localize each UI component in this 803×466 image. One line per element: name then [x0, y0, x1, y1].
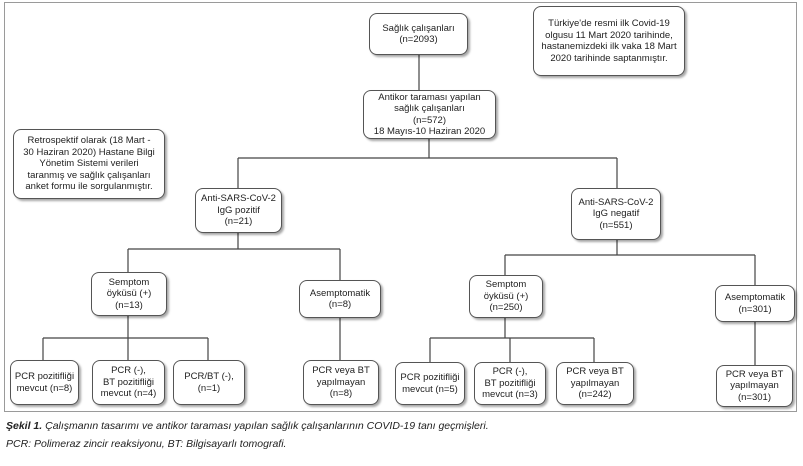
node-leaf-not-tested: PCR veya BT yapılmayan (n=8) — [303, 360, 379, 405]
node-neg-symptomatic: Semptom öyküsü (+) (n=250) — [469, 275, 543, 318]
note-first-case: Türkiye'de resmi ilk Covid-19 olgusu 11 … — [533, 6, 685, 76]
node-antibody-screened: Antikor taraması yapılan sağlık çalışanl… — [363, 90, 496, 139]
node-igg-negative: Anti-SARS-CoV-2 IgG negatif (n=551) — [571, 188, 661, 240]
figure-caption: Şekil 1. Çalışmanın tasarımı ve antikor … — [6, 420, 489, 432]
figure-frame — [4, 2, 797, 412]
node-pos-symptomatic: Semptom öyküsü (+) (n=13) — [91, 272, 167, 316]
node-igg-positive: Anti-SARS-CoV-2 IgG pozitif (n=21) — [195, 188, 282, 233]
node-neg-asymptomatic: Asemptomatik (n=301) — [715, 285, 795, 322]
node-leaf-neg-not-tested: PCR veya BT yapılmayan (n=242) — [556, 362, 634, 405]
node-leaf-pcr-positive: PCR pozitifliği mevcut (n=8) — [10, 360, 79, 405]
node-leaf-asymp-not-tested: PCR veya BT yapılmayan (n=301) — [716, 365, 793, 407]
caption-label: Şekil 1. — [6, 420, 43, 432]
node-pos-asymptomatic: Asemptomatik (n=8) — [299, 280, 381, 318]
node-leaf-ct-positive: PCR (-), BT pozitifliği mevcut (n=4) — [92, 360, 165, 405]
note-retrospective: Retrospektif olarak (18 Mart - 30 Hazira… — [13, 129, 165, 199]
node-healthcare-workers: Sağlık çalışanları (n=2093) — [369, 13, 468, 55]
node-leaf-pcr-ct-negative: PCR/BT (-), (n=1) — [173, 360, 245, 405]
figure-abbreviations: PCR: Polimeraz zincir reaksiyonu, BT: Bi… — [6, 438, 287, 450]
node-leaf-neg-ct-positive: PCR (-), BT pozitifliği mevcut (n=3) — [474, 362, 546, 405]
node-leaf-neg-pcr-positive: PCR pozitifliği mevcut (n=5) — [395, 362, 465, 405]
caption-text: Çalışmanın tasarımı ve antikor taraması … — [42, 420, 489, 432]
